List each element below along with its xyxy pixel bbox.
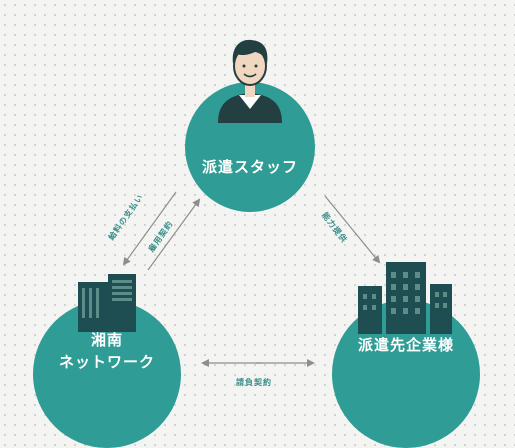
- service-contract-label: 請負契約: [236, 378, 272, 387]
- arrow-fee-payment: [122, 191, 177, 266]
- shonan-label-line2: ネットワーク: [58, 353, 155, 371]
- shonan-label-line1: 湘南: [90, 331, 123, 349]
- client-label: 派遣先企業様: [357, 336, 454, 354]
- person-icon: [218, 39, 282, 123]
- arrow-labor-provision: [324, 195, 381, 264]
- staff-label: 派遣スタッフ: [201, 158, 298, 176]
- building-icon: [358, 262, 452, 334]
- office-building-icon: [78, 274, 136, 332]
- arrow-employment-contract: [147, 198, 201, 271]
